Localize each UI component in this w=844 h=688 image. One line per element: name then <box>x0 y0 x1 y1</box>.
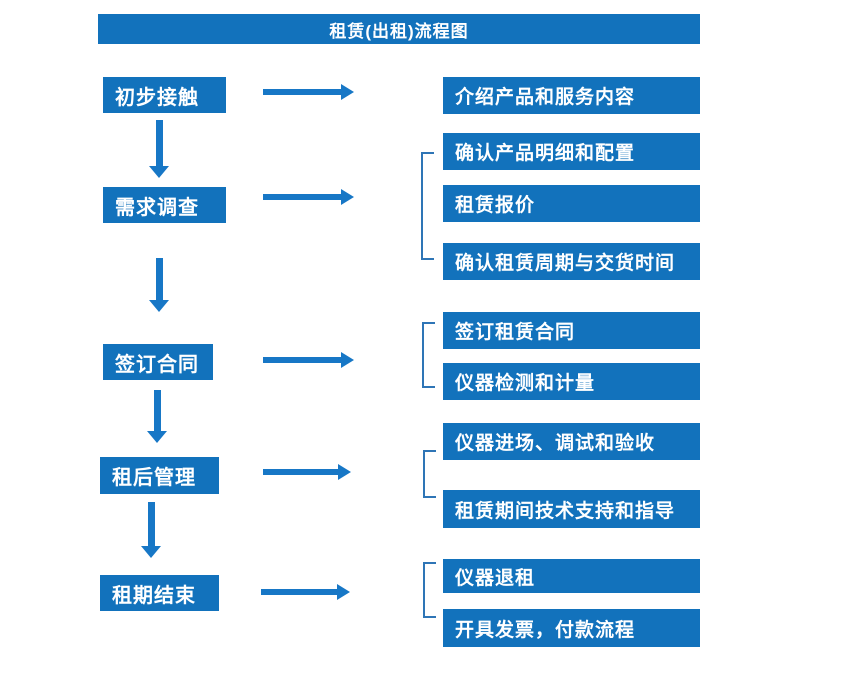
step-box-post-rental-management: 租后管理 <box>100 457 219 494</box>
output-box-instrument-testing: 仪器检测和计量 <box>443 363 700 400</box>
arrow-head <box>147 431 167 443</box>
output-box-sign-rental-contract: 签订租赁合同 <box>443 312 700 349</box>
step-label: 初步接触 <box>115 86 199 109</box>
arrow-down-icon <box>141 502 162 558</box>
arrow-right-icon <box>263 84 354 100</box>
output-label: 仪器检测和计量 <box>455 373 596 394</box>
output-label: 确认产品明细和配置 <box>455 143 636 164</box>
output-box-rental-quote: 租赁报价 <box>443 185 700 222</box>
arrow-right-icon <box>263 189 354 205</box>
title-bar: 租赁(出租)流程图 <box>98 14 700 44</box>
arrow-head <box>149 300 169 312</box>
arrow-right-icon <box>263 464 351 480</box>
group-bracket-rental-end <box>423 562 436 618</box>
output-label: 租赁期间技术支持和指导 <box>455 500 676 522</box>
group-bracket-post-rental <box>423 450 436 498</box>
output-box-invoice-payment: 开具发票，付款流程 <box>443 609 700 647</box>
step-label: 租后管理 <box>112 467 196 489</box>
arrow-head <box>338 464 351 480</box>
arrow-head <box>341 84 354 100</box>
arrow-shaft <box>156 120 163 167</box>
output-label: 开具发票，付款流程 <box>455 619 636 641</box>
step-box-demand-survey: 需求调查 <box>103 187 226 223</box>
arrow-head <box>337 584 350 600</box>
step-box-initial-contact: 初步接触 <box>103 77 226 113</box>
output-label: 确认租赁周期与交货时间 <box>455 253 676 274</box>
arrow-shaft <box>263 194 343 200</box>
output-label: 介绍产品和服务内容 <box>455 87 636 108</box>
output-label: 签订租赁合同 <box>455 322 576 343</box>
arrow-right-icon <box>263 352 354 368</box>
output-label: 仪器进场、调试和验收 <box>455 433 656 454</box>
arrow-down-icon <box>149 120 170 178</box>
step-label: 签订合同 <box>115 353 199 376</box>
arrow-shaft <box>156 258 163 301</box>
arrow-shaft <box>263 357 343 363</box>
arrow-right-icon <box>261 584 350 600</box>
arrow-shaft <box>263 469 340 475</box>
output-box-tech-support: 租赁期间技术支持和指导 <box>443 490 700 528</box>
step-box-rental-end: 租期结束 <box>100 575 219 611</box>
arrow-shaft <box>263 89 343 95</box>
output-box-instrument-return: 仪器退租 <box>443 559 700 593</box>
output-box-confirm-period-delivery: 确认租赁周期与交货时间 <box>443 243 700 280</box>
output-box-confirm-details: 确认产品明细和配置 <box>443 133 700 170</box>
step-label: 租期结束 <box>112 584 196 607</box>
arrow-shaft <box>148 502 155 547</box>
arrow-head <box>141 546 161 558</box>
arrow-down-icon <box>147 390 168 443</box>
page-title: 租赁(出租)流程图 <box>329 21 469 41</box>
arrow-down-icon <box>149 258 170 312</box>
step-box-sign-contract: 签订合同 <box>103 344 213 380</box>
output-label: 仪器退租 <box>455 567 536 589</box>
arrow-head <box>341 352 354 368</box>
step-label: 需求调查 <box>115 196 199 219</box>
group-bracket-sign-contract <box>422 322 435 388</box>
arrow-shaft <box>261 589 339 595</box>
arrow-shaft <box>154 390 161 432</box>
arrow-head <box>149 166 169 178</box>
arrow-head <box>341 189 354 205</box>
output-box-introduce-products: 介绍产品和服务内容 <box>443 77 700 114</box>
group-bracket-demand-survey <box>421 152 434 260</box>
output-box-instrument-setup-acceptance: 仪器进场、调试和验收 <box>443 423 700 460</box>
output-label: 租赁报价 <box>455 195 536 216</box>
